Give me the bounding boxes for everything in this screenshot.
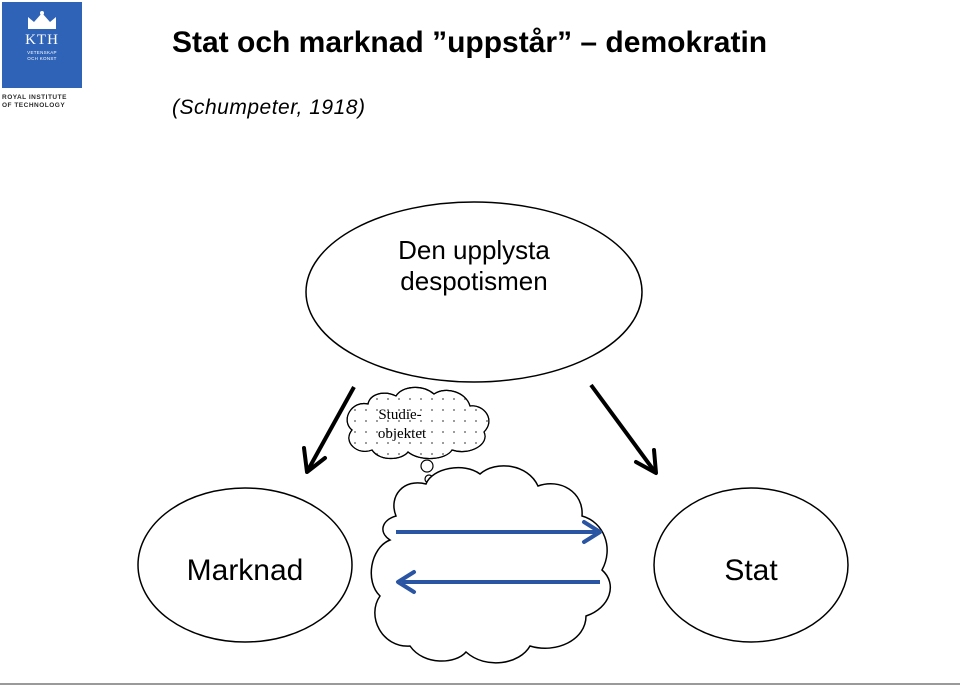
study-object-label-line1: Studie- bbox=[378, 407, 421, 423]
logo-institution-line1: ROYAL INSTITUTE bbox=[2, 94, 67, 101]
left-node-ellipse bbox=[137, 487, 353, 643]
arrow-to-stat bbox=[589, 383, 657, 474]
page-title: Stat och marknad ”uppstår” – demokratin bbox=[172, 26, 768, 59]
crown-icon bbox=[28, 11, 56, 29]
top-node-label-line2: despotismen bbox=[400, 266, 547, 296]
top-node-label-line1: Den upplysta bbox=[398, 235, 550, 265]
arrow-to-marknad-head bbox=[302, 446, 327, 474]
logo-motto-line2: OCH KONST bbox=[27, 56, 57, 61]
logo-institution: ROYAL INSTITUTE OF TECHNOLOGY bbox=[2, 94, 82, 109]
logo-institution-line2: OF TECHNOLOGY bbox=[2, 101, 66, 109]
flow-arrow-left-head bbox=[396, 570, 416, 594]
logo-motto-line1: VETENSKAP bbox=[27, 50, 57, 55]
left-node-label: Marknad bbox=[187, 554, 304, 587]
thought-bubble-large bbox=[420, 459, 434, 473]
arrow-to-marknad bbox=[306, 386, 356, 471]
kth-shield: KTH VETENSKAP OCH KONST bbox=[2, 2, 82, 88]
logo-letters: KTH bbox=[25, 32, 59, 48]
arrow-to-stat-head bbox=[634, 448, 658, 475]
flow-arrow-right-head bbox=[582, 520, 602, 544]
study-object-cloud bbox=[346, 386, 490, 491]
top-node-ellipse bbox=[305, 201, 643, 383]
right-node-label: Stat bbox=[724, 554, 778, 587]
footer-divider bbox=[0, 683, 960, 685]
study-object-label-line2: objektet bbox=[378, 426, 427, 442]
exchange-cloud bbox=[370, 465, 612, 664]
logo-motto: VETENSKAP OCH KONST bbox=[27, 50, 57, 62]
page-subtitle: (Schumpeter, 1918) bbox=[172, 96, 366, 119]
right-node-ellipse bbox=[653, 487, 849, 643]
kth-logo: KTH VETENSKAP OCH KONST ROYAL INSTITUTE … bbox=[2, 2, 82, 110]
